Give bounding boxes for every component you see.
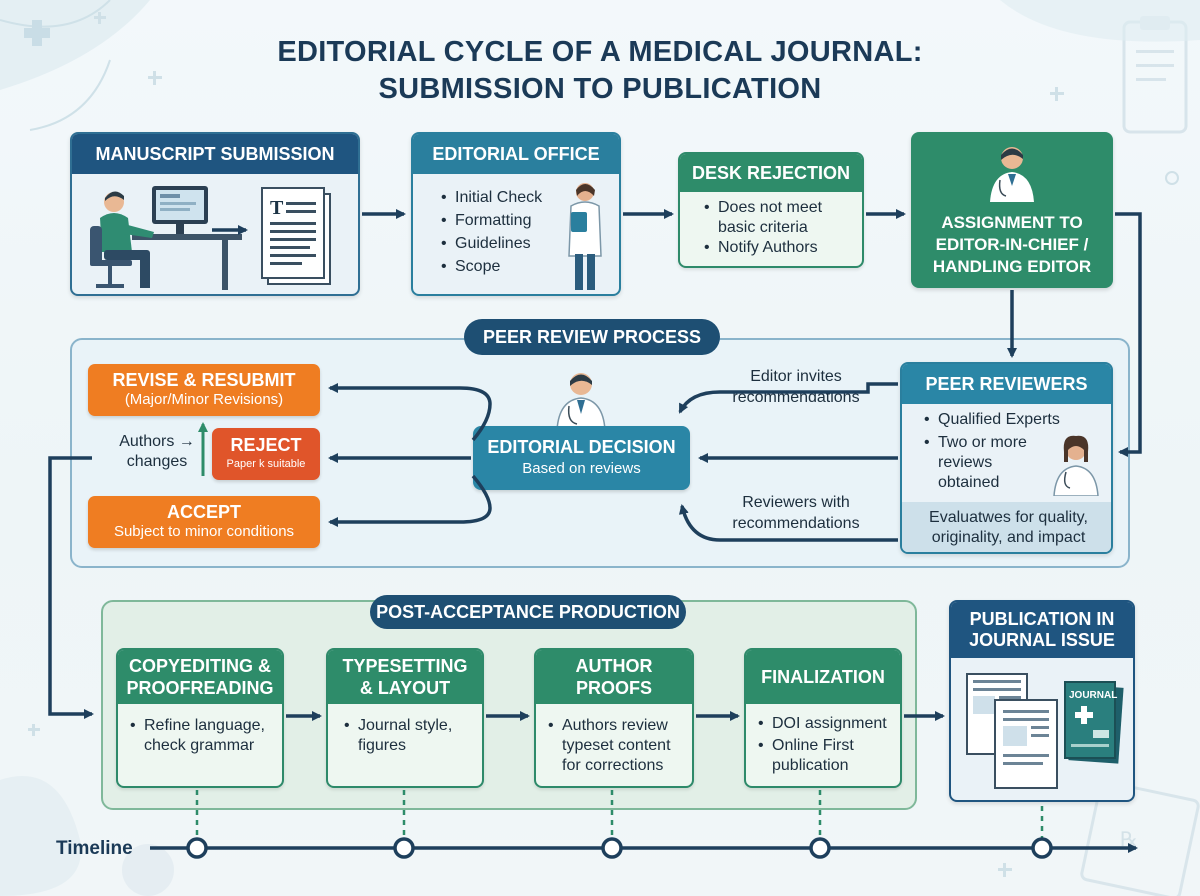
svg-text:T: T xyxy=(270,197,284,219)
journal-cover-label: JOURNAL xyxy=(1069,690,1117,701)
typesetting-card: TYPESETTING& LAYOUT Journal style,figure… xyxy=(326,648,484,788)
list-item: Guidelines xyxy=(439,232,542,255)
assignment-title: ASSIGNMENT TO EDITOR-IN-CHIEF / HANDLING… xyxy=(932,213,1092,276)
author-at-computer-icon xyxy=(90,186,242,290)
list-item: Formatting xyxy=(439,209,542,232)
production-label: POST-ACCEPTANCE PRODUCTION xyxy=(370,595,686,629)
desk-rejection-title: DESK REJECTION xyxy=(680,154,862,192)
revise-resubmit-box: REVISE & RESUBMIT (Major/Minor Revisions… xyxy=(88,364,320,416)
typesetting-list: Journal style,figures xyxy=(342,716,452,756)
finalization-title: FINALIZATION xyxy=(746,650,900,704)
manuscript-submission-title: MANUSCRIPT SUBMISSION xyxy=(72,134,358,174)
title-line-2: SUBMISSION TO PUBLICATION xyxy=(378,73,822,105)
manuscript-submission-card: MANUSCRIPT SUBMISSION T xyxy=(70,132,360,296)
reject-box: REJECT Paper k suitable xyxy=(212,428,320,480)
peer-reviewers-footer: Evaluatwes for quality, originality, and… xyxy=(902,502,1111,552)
journal-issue-icon: JOURNAL xyxy=(966,673,1124,789)
list-item: Journal style,figures xyxy=(342,716,452,756)
list-item: Initial Check xyxy=(439,186,542,209)
editorial-office-title: EDITORIAL OFFICE xyxy=(413,134,619,174)
timeline-node xyxy=(809,837,831,859)
editorial-office-card: EDITORIAL OFFICE Initial Check Formattin… xyxy=(411,132,621,296)
list-item: Refine language,check grammar xyxy=(128,716,265,756)
female-staff-with-tablet-icon xyxy=(568,183,602,290)
timeline-node xyxy=(601,837,623,859)
editorial-decision-box: EDITORIAL DECISION Based on reviews xyxy=(473,426,690,490)
list-item: DOI assignment xyxy=(756,714,887,734)
list-item: Qualified Experts xyxy=(922,410,1060,430)
timeline-label: Timeline xyxy=(56,838,133,859)
plus-icon xyxy=(24,20,50,46)
peer-reviewers-card: PEER REVIEWERS Qualified Experts Two or … xyxy=(900,362,1113,554)
typesetting-title: TYPESETTING& LAYOUT xyxy=(328,650,482,704)
timeline-node xyxy=(393,837,415,859)
timeline-node xyxy=(186,837,208,859)
page-title: EDITORIAL CYCLE OF A MEDICAL JOURNAL: SU… xyxy=(150,34,1050,108)
copyediting-title: COPYEDITING &PROOFREADING xyxy=(118,650,282,704)
authors-changes-note: Authors → changes xyxy=(119,433,195,470)
reviewers-return-note: Reviewers with recommendations xyxy=(732,494,860,532)
female-reviewer-icon xyxy=(1053,435,1099,496)
finalization-card: FINALIZATION DOI assignment Online First… xyxy=(744,648,902,788)
peer-review-label: PEER REVIEW PROCESS xyxy=(464,319,720,355)
doctor-icon xyxy=(990,147,1034,202)
accept-box: ACCEPT Subject to minor conditions xyxy=(88,496,320,548)
document-icon: T xyxy=(261,187,331,285)
peer-reviewers-list: Qualified Experts Two or morereviewsobta… xyxy=(922,410,1060,493)
copyediting-list: Refine language,check grammar xyxy=(128,716,265,756)
editorial-office-list: Initial Check Formatting Guidelines Scop… xyxy=(439,186,542,278)
peer-reviewers-title: PEER REVIEWERS xyxy=(902,364,1111,404)
title-line-1: EDITORIAL CYCLE OF A MEDICAL JOURNAL: xyxy=(277,36,923,68)
list-item: Scope xyxy=(439,255,542,278)
assignment-card: ASSIGNMENT TO EDITOR-IN-CHIEF / HANDLING… xyxy=(911,132,1113,288)
timeline-node xyxy=(1031,837,1053,859)
list-item: Notify Authors xyxy=(702,238,822,258)
editor-icon xyxy=(556,373,606,430)
copyediting-card: COPYEDITING &PROOFREADING Refine languag… xyxy=(116,648,284,788)
